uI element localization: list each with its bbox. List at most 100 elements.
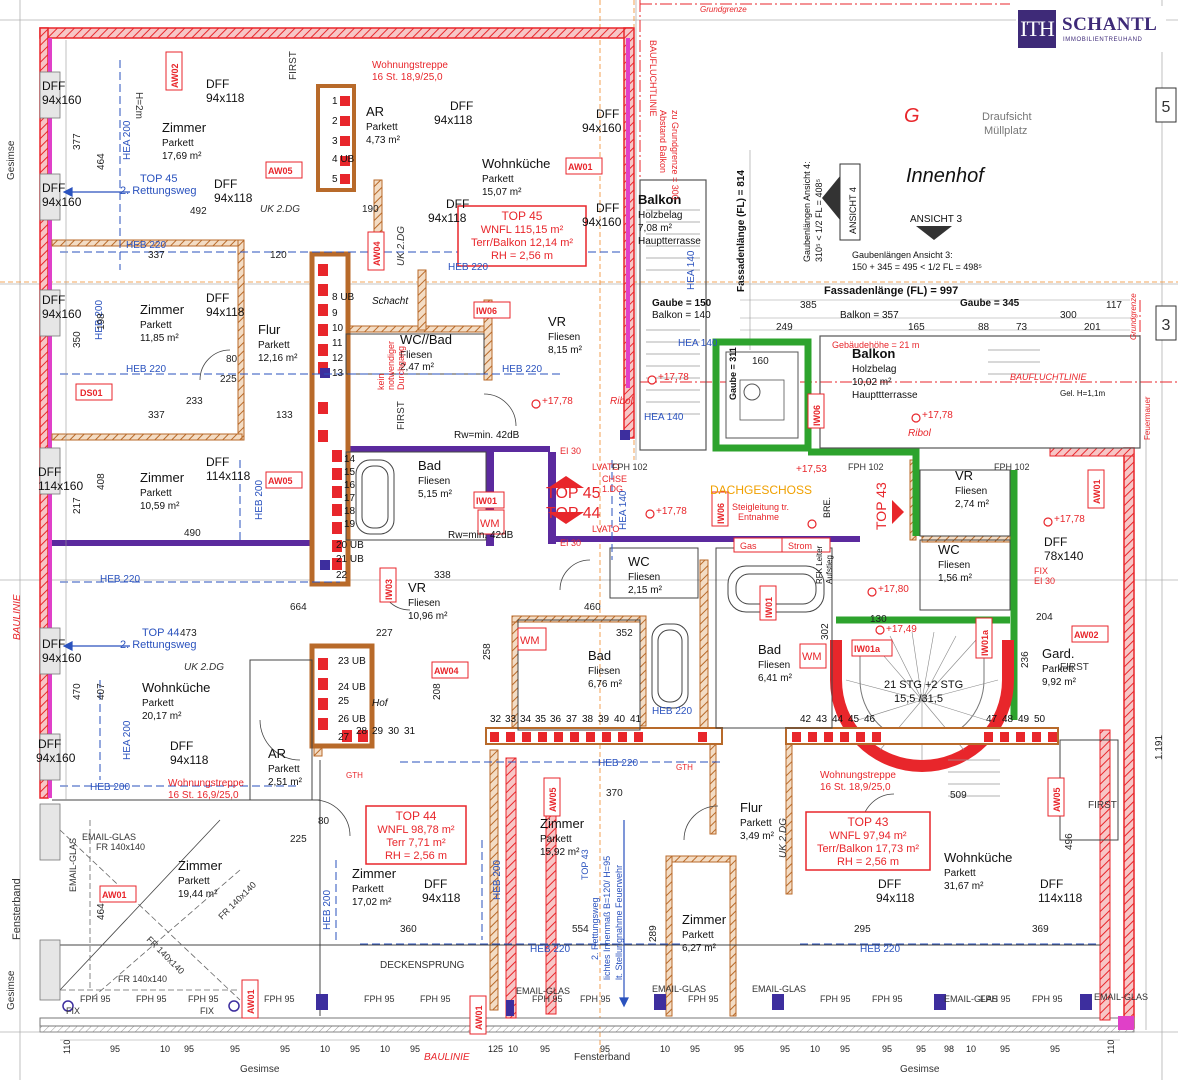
svg-text:17,02 m²: 17,02 m² [352,897,392,908]
svg-text:Grundgrenze: Grundgrenze [1129,293,1138,340]
svg-text:+17,80: +17,80 [878,584,909,595]
svg-text:40: 40 [614,714,626,725]
svg-text:DFF: DFF [206,455,229,469]
svg-text:21 UB: 21 UB [336,554,364,565]
room-name: Balkon [852,346,895,361]
svg-text:385: 385 [800,300,817,311]
svg-text:41: 41 [630,714,642,725]
svg-text:DFF: DFF [42,79,65,93]
svg-text:TOP 44: TOP 44 [546,505,601,522]
svg-text:HEB 200: HEB 200 [90,782,130,793]
svg-text:FIRST: FIRST [1088,800,1117,811]
svg-text:1.191: 1.191 [1154,735,1165,760]
svg-text:Fliesen: Fliesen [548,332,580,343]
svg-text:TOP 43: TOP 43 [873,482,889,530]
svg-text:+17,49: +17,49 [886,624,917,635]
svg-text:Parkett: Parkett [944,868,976,879]
svg-text:Parkett: Parkett [682,930,714,941]
svg-text:2,74 m²: 2,74 m² [955,499,990,510]
text-layer: Zimmer AR Wohnküche Balkon Zimmer Flur W… [6,5,1165,1075]
svg-text:95: 95 [882,1044,892,1054]
svg-text:WNFL 98,78 m²: WNFL 98,78 m² [377,824,455,836]
svg-text:4,73 m²: 4,73 m² [366,135,401,146]
svg-text:HEB 220: HEB 220 [126,240,166,251]
svg-text:Fassadenlänge (FL) = 814: Fassadenlänge (FL) = 814 [736,170,747,292]
svg-text:114x160: 114x160 [38,479,83,493]
svg-text:EMAIL-GLAS: EMAIL-GLAS [944,994,998,1004]
svg-text:2. Rettungsweg: 2. Rettungsweg [120,639,196,651]
svg-text:370: 370 [606,788,623,799]
svg-text:AW01: AW01 [474,1005,484,1030]
svg-text:21 STG +2 STG: 21 STG +2 STG [884,679,963,691]
svg-text:HEB 220: HEB 220 [502,364,542,375]
svg-text:3,49 m²: 3,49 m² [740,831,775,842]
svg-text:HEB 200: HEB 200 [94,300,105,340]
svg-text:35: 35 [535,714,547,725]
svg-text:496: 496 [1064,833,1075,850]
svg-text:94x118: 94x118 [170,753,209,767]
svg-text:FPH 95: FPH 95 [364,994,395,1004]
svg-text:17: 17 [344,493,356,504]
svg-text:Müllplatz: Müllplatz [984,125,1027,137]
svg-text:10: 10 [160,1044,170,1054]
svg-text:DFF: DFF [206,77,229,91]
svg-text:94x160: 94x160 [42,195,82,209]
svg-text:Gaubenlängen Ansicht 3:: Gaubenlängen Ansicht 3: [852,250,953,260]
bottom-dimension-chain: 110 95 10 95 95 95 10 95 10 95 125 10 95… [62,1040,1116,1054]
svg-text:Holzbelag: Holzbelag [638,210,682,221]
svg-text:HEA 200: HEA 200 [122,720,133,760]
svg-text:GTH: GTH [676,763,693,772]
svg-text:50: 50 [1034,714,1046,725]
svg-text:15,07 m²: 15,07 m² [482,187,522,198]
svg-text:48: 48 [1002,714,1014,725]
room-name: Wohnküche [944,850,1012,865]
svg-text:Fliesen: Fliesen [588,666,620,677]
svg-text:IW06: IW06 [812,405,822,426]
svg-text:FPH 95: FPH 95 [820,994,851,1004]
svg-text:49: 49 [1018,714,1030,725]
svg-text:HEB 220: HEB 220 [100,574,140,585]
svg-text:Holzbelag: Holzbelag [852,364,896,375]
svg-text:10: 10 [660,1044,670,1054]
svg-text:464: 464 [96,903,107,920]
svg-text:302: 302 [820,623,831,640]
svg-text:352: 352 [616,628,633,639]
svg-text:Parkett: Parkett [178,876,210,887]
svg-text:94x160: 94x160 [582,215,622,229]
svg-text:Rw=min. 42dB: Rw=min. 42dB [454,430,520,441]
svg-text:BAUFLUCHTLINIE: BAUFLUCHTLINIE [1010,372,1088,382]
svg-text:FR 140x140: FR 140x140 [216,880,258,922]
room-name: Wohnküche [482,156,550,171]
svg-text:37: 37 [566,714,578,725]
svg-text:UK 2.DG: UK 2.DG [184,662,224,673]
room-name: Zimmer [162,120,207,135]
svg-text:110: 110 [1106,1040,1116,1054]
room-name: Zimmer [682,912,727,927]
svg-text:UK 2.DG: UK 2.DG [260,204,300,215]
svg-text:31,67 m²: 31,67 m² [944,881,984,892]
svg-text:94x160: 94x160 [42,307,82,321]
svg-text:BAULINIE: BAULINIE [12,594,23,640]
brand-logo: ITH SCHANTL IMMOBILIENTREUHAND [1016,6,1166,52]
svg-text:DFF: DFF [38,737,61,751]
room-name: Zimmer [140,470,185,485]
svg-text:BAUFLUCHTLINIE: BAUFLUCHTLINIE [648,40,658,117]
svg-text:EMAIL-GLAS: EMAIL-GLAS [1094,992,1148,1002]
room-name: VR [548,314,566,329]
svg-text:10,96 m²: 10,96 m² [408,611,448,622]
svg-text:94x118: 94x118 [434,113,473,127]
svg-text:289: 289 [648,925,659,942]
svg-text:225: 225 [290,834,307,845]
svg-text:IW06: IW06 [476,306,497,316]
svg-text:160: 160 [752,356,769,367]
svg-text:RH = 2,56 m: RH = 2,56 m [385,850,447,862]
svg-text:EI 30: EI 30 [560,446,581,456]
svg-text:42: 42 [800,714,812,725]
svg-text:3: 3 [332,136,338,147]
svg-text:6,41 m²: 6,41 m² [758,673,793,684]
svg-text:20 UB: 20 UB [336,540,364,551]
svg-text:34: 34 [520,714,532,725]
svg-text:TOP 43: TOP 43 [580,849,590,880]
svg-text:EMAIL-GLAS: EMAIL-GLAS [516,986,570,996]
svg-text:WM: WM [480,518,500,530]
